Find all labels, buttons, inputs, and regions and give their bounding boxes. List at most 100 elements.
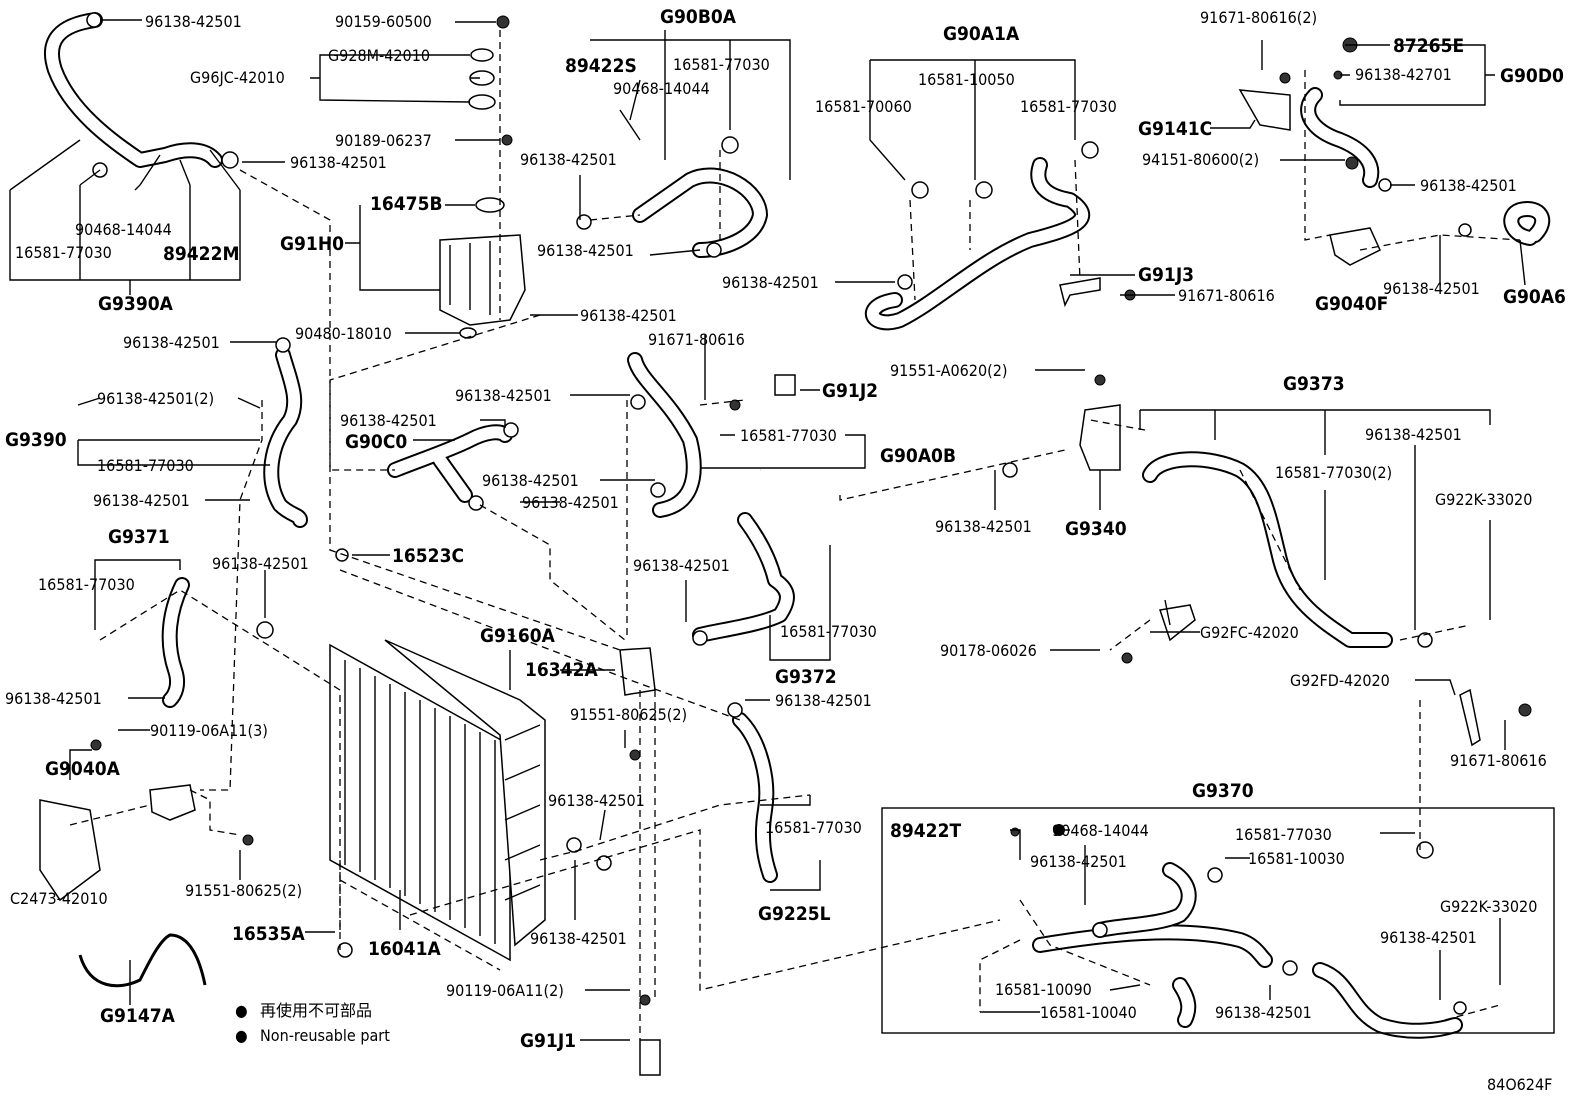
part-label: 91551-80625(2) [185, 881, 302, 900]
part-label: 16342A [525, 659, 598, 681]
part-label: G9372 [775, 666, 837, 688]
part-label: 16581-10090 [995, 980, 1092, 999]
part-label: 90119-06A11(2) [446, 981, 564, 1000]
part-label: 90189-06237 [335, 131, 432, 150]
part-label: G92FC-42020 [1200, 623, 1299, 642]
dashed-lines [69, 30, 1521, 1040]
part-label: G96JC-42010 [190, 68, 285, 87]
part-label: 96138-42501 [482, 471, 579, 490]
part-label: G9370 [1192, 780, 1254, 802]
part-label: 96138-42701 [1355, 65, 1452, 84]
part-label: 90159-60500 [335, 12, 432, 31]
part-label: 16581-77030 [780, 622, 877, 641]
part-label: 96138-42501 [548, 791, 645, 810]
part-labels: 96138-42501 90159-60500 G928M-42010 G96J… [5, 6, 1566, 1094]
part-label: 96138-42501 [1383, 279, 1480, 298]
part-label: G922K-33020 [1435, 490, 1532, 509]
part-label: 16581-77030 [740, 426, 837, 445]
hose-clamps [86, 12, 1532, 1015]
non-reusable-marker [1053, 824, 1065, 836]
diagram-code: 84O624F [1487, 1075, 1552, 1094]
part-label: 96138-42501 [5, 689, 102, 708]
legend-bullet: ● [235, 1026, 248, 1045]
part-label: 94151-80600(2) [1142, 150, 1259, 169]
part-label: 96138-42501 [633, 556, 730, 575]
part-label: 16581-77030 [1235, 825, 1332, 844]
part-label: G928M-42010 [328, 46, 430, 65]
part-label: 96138-42501 [1380, 928, 1477, 947]
part-label: G9040A [45, 758, 121, 780]
part-label: 96138-42501 [340, 411, 437, 430]
part-label: G9225L [758, 903, 831, 925]
legend-text-jp: 再使用不可部品 [260, 1001, 372, 1020]
part-label: G91J3 [1138, 264, 1194, 286]
part-label: 90468-14044 [613, 79, 710, 98]
part-label: 91551-80625(2) [570, 705, 687, 724]
part-label: G90B0A [660, 6, 737, 28]
legend-text-en: Non-reusable part [260, 1026, 390, 1045]
part-label: 91671-80616 [1450, 751, 1547, 770]
part-label: 16535A [232, 923, 305, 945]
part-label: G90C0 [345, 431, 407, 453]
hoses [43, 12, 1551, 1039]
part-label: C2473-42010 [10, 889, 108, 908]
part-label: G9160A [480, 625, 556, 647]
part-label: 96138-42501 [537, 241, 634, 260]
part-label: 16475B [370, 193, 443, 215]
part-label: 96138-42501 [1420, 176, 1517, 195]
part-label: G90A6 [1503, 286, 1566, 308]
part-label: 96138-42501 [520, 150, 617, 169]
part-label: 96138-42501 [580, 306, 677, 325]
part-label: G9141C [1138, 118, 1212, 140]
part-label: 90119-06A11(3) [150, 721, 268, 740]
part-label: G9390 [5, 429, 67, 451]
part-label: 89422T [890, 820, 961, 842]
part-label: G90A0B [880, 445, 956, 467]
part-label: 91671-80616 [1178, 286, 1275, 305]
part-label: 16581-77030(2) [1275, 463, 1392, 482]
part-label: G9147A [100, 1005, 176, 1027]
radiator [329, 639, 546, 962]
part-label: G90A1A [943, 23, 1020, 45]
part-label: 16581-70060 [815, 97, 912, 116]
part-label: 16581-10040 [1040, 1003, 1137, 1022]
part-label: 16523C [392, 545, 464, 567]
part-label: 90480-18010 [295, 324, 392, 343]
part-label: 16581-77030 [673, 55, 770, 74]
part-label: 16581-77030 [765, 818, 862, 837]
part-label: 16581-77030 [97, 456, 194, 475]
part-label: 90178-06026 [940, 641, 1037, 660]
part-label: 16581-77030 [15, 243, 112, 262]
part-label: 96138-42501 [775, 691, 872, 710]
part-label: G92FD-42020 [1290, 671, 1390, 690]
part-label: 16581-77030 [38, 575, 135, 594]
part-label: 89422M [163, 243, 239, 265]
part-label: G9040F [1315, 293, 1388, 315]
part-label: 90468-14044 [1052, 821, 1149, 840]
part-label: 96138-42501 [530, 929, 627, 948]
part-label: 16581-10030 [1248, 849, 1345, 868]
part-label: G9373 [1283, 373, 1345, 395]
part-label: 90468-14044 [75, 220, 172, 239]
part-label: 16041A [368, 938, 441, 960]
part-label: G9390A [98, 293, 174, 315]
part-label: G91J1 [520, 1030, 576, 1052]
part-label: G91J2 [822, 380, 878, 402]
leader-lines [9, 19, 1555, 1041]
part-label: 96138-42501 [935, 517, 1032, 536]
part-label: 96138-42501 [123, 333, 220, 352]
part-label: 96138-42501 [1365, 425, 1462, 444]
part-label: 89422S [565, 55, 637, 77]
part-label: 96138-42501 [290, 153, 387, 172]
part-label: 96138-42501 [212, 554, 309, 573]
parts [39, 12, 1532, 1076]
legend-bullet: ● [235, 1001, 248, 1020]
part-label: G9340 [1065, 518, 1127, 540]
part-label: 96138-42501 [522, 493, 619, 512]
part-label: G91H0 [280, 233, 344, 255]
part-label: 91671-80616(2) [1200, 8, 1317, 27]
part-label: 96138-42501 [1030, 852, 1127, 871]
part-label: 96138-42501 [1215, 1003, 1312, 1022]
part-label: G9371 [108, 526, 170, 548]
